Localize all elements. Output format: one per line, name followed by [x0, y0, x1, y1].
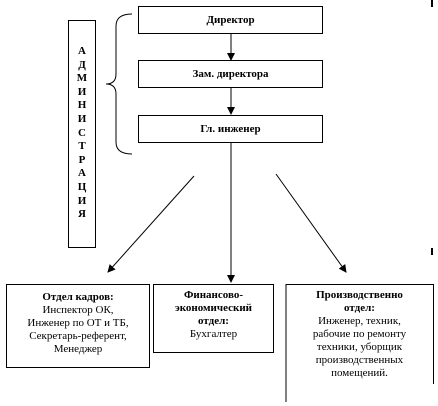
admin-letter: И — [77, 112, 87, 125]
production-staff-4: производственных — [315, 354, 404, 366]
admin-letter: М — [76, 72, 88, 85]
deputy-director-box: Зам. директора — [138, 60, 323, 88]
admin-letter: С — [78, 126, 86, 139]
admin-brace — [105, 13, 133, 155]
deputy-director-label: Зам. директора — [192, 67, 269, 80]
arrow-to-hr — [107, 175, 195, 273]
director-label: Директор — [206, 13, 255, 26]
edge-mark-right — [431, 248, 433, 255]
production-staff-1: Инженер, техник, — [318, 315, 401, 327]
production-staff-2: рабочие по ремонту — [312, 328, 407, 340]
admin-letter: А — [78, 167, 86, 180]
hr-title: Отдел кадров: — [42, 291, 114, 303]
production-title-1: Производственно — [316, 289, 403, 301]
finance-staff-1: Бухгалтер — [189, 328, 238, 340]
admin-letter: И — [77, 85, 87, 98]
admin-letter: Т — [78, 140, 86, 153]
chief-engineer-label: Гл. инженер — [200, 122, 261, 135]
finance-title-2: экономический — [174, 302, 253, 314]
production-title-2: отдел: — [344, 302, 375, 314]
chief-engineer-box: Гл. инженер — [138, 115, 323, 143]
hr-staff-2: Инженер по ОТ и ТБ, — [27, 317, 129, 329]
finance-title-3: отдел: — [198, 315, 229, 327]
admin-letter: А — [78, 45, 86, 57]
production-staff-5: помещений. — [331, 367, 388, 379]
production-staff-3: техники, уборщик — [316, 341, 403, 353]
admin-letter: Ц — [77, 180, 87, 193]
finance-department-box: Финансово- экономический отдел: Бухгалте… — [153, 284, 274, 353]
finance-title-1: Финансово- — [183, 289, 244, 301]
hr-staff-3: Секретарь-референт, — [29, 330, 127, 342]
hr-staff-1: Инспектор ОК, — [42, 304, 114, 316]
admin-letter: Я — [78, 208, 86, 221]
director-box: Директор — [138, 6, 323, 34]
admin-letter: И — [77, 194, 87, 207]
hr-department-box: Отдел кадров: Инспектор ОК, Инженер по О… — [6, 284, 150, 368]
edge-mark-top — [431, 0, 433, 7]
hr-staff-4: Менеджер — [53, 343, 103, 355]
arrow-to-production — [275, 173, 347, 273]
admin-letter: Д — [78, 58, 86, 71]
admin-letter: Н — [77, 99, 87, 112]
production-department-box: Производственно отдел: Инженер, техник, … — [286, 284, 434, 384]
admin-letter: Р — [78, 153, 86, 166]
